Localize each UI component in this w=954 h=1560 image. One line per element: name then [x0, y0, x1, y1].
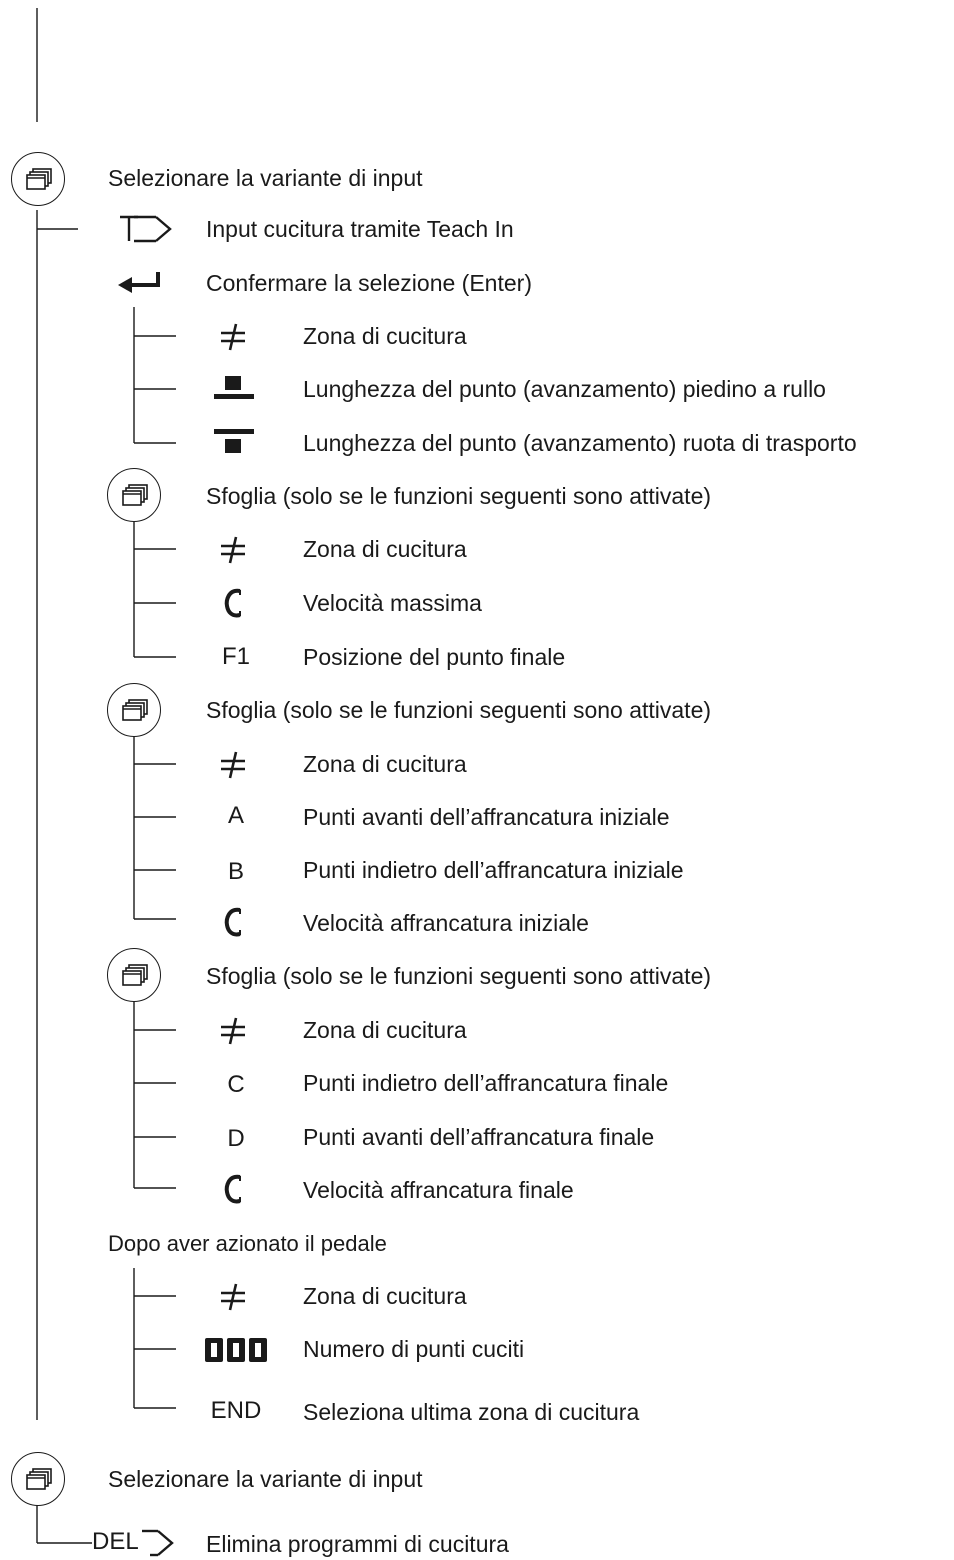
teach-in-text: Input cucitura tramite Teach In: [206, 216, 514, 242]
group3-item-text: Punti avanti dell’affrancatura iniziale: [303, 804, 670, 830]
page-text: Sfoglia (solo se le funzioni seguenti so…: [206, 697, 712, 723]
select-input-variant-text: Selezionare la variante di input: [108, 165, 423, 191]
enter-text: Confermare la selezione (Enter): [206, 270, 532, 296]
teach-in-icon: [120, 215, 172, 243]
group3-item-text: Zona di cucitura: [303, 751, 467, 777]
page-button[interactable]: [107, 468, 161, 522]
group2-item-text: Zona di cucitura: [303, 536, 467, 562]
enter-key[interactable]: [118, 268, 162, 303]
symbol-label: D: [227, 1125, 245, 1152]
group2-item-text: Posizione del punto finale: [303, 644, 566, 670]
pages-icon: [122, 699, 148, 721]
page-button[interactable]: [11, 152, 65, 206]
group1-item-text: Zona di cucitura: [303, 323, 467, 349]
pages-icon: [26, 1468, 52, 1490]
pages-icon: [26, 168, 52, 190]
symbol-label: C: [227, 1071, 245, 1098]
speed-icon: [222, 1173, 246, 1210]
symbol-label: F1: [221, 643, 250, 670]
group4-item-text: Velocità affrancatura finale: [303, 1177, 574, 1203]
roller-foot-stitch-length-icon: [212, 372, 256, 411]
seam-zone-icon: [218, 1282, 248, 1317]
page-button[interactable]: [107, 948, 161, 1002]
pages-icon: [122, 484, 148, 506]
select-input-variant-text: Selezionare la variante di input: [108, 1466, 423, 1492]
feed-wheel-stitch-length-icon: [212, 425, 256, 464]
pedal-item-text: Zona di cucitura: [303, 1283, 467, 1309]
delete-text: Elimina programmi di cucitura: [206, 1531, 509, 1557]
page-button[interactable]: [107, 683, 161, 737]
speed-icon: [222, 906, 246, 943]
group3-item-text: Velocità affrancatura iniziale: [303, 910, 589, 936]
seam-zone-icon: [218, 1016, 248, 1051]
enter-icon: [118, 272, 160, 293]
pedal-item-text: Seleziona ultima zona di cucitura: [303, 1399, 640, 1425]
group1-item-text: Lunghezza del punto (avanzamento) ruota …: [303, 430, 857, 456]
pedal-heading: Dopo aver azionato il pedale: [108, 1231, 387, 1256]
stitch-counter-icon: [204, 1335, 270, 1370]
group4-item-text: Punti avanti dell’affrancatura finale: [303, 1124, 655, 1150]
delete-arrow-icon: [142, 1529, 174, 1557]
page-button[interactable]: [11, 1452, 65, 1506]
pages-icon: [122, 964, 148, 986]
symbol-label: B: [227, 858, 244, 885]
pedal-item-text: Numero di punti cuciti: [303, 1336, 525, 1362]
group3-item-text: Punti indietro dell’affrancatura inizial…: [303, 857, 684, 883]
page-text: Sfoglia (solo se le funzioni seguenti so…: [206, 483, 712, 509]
delete-key-label: DEL: [92, 1528, 139, 1555]
teach-in-key[interactable]: [118, 214, 178, 249]
seam-zone-icon: [218, 535, 248, 570]
seam-zone-icon: [218, 750, 248, 785]
group4-item-text: Punti indietro dell’affrancatura finale: [303, 1070, 669, 1096]
symbol-label: A: [227, 802, 244, 829]
group1-item-text: Lunghezza del punto (avanzamento) piedin…: [303, 376, 826, 402]
symbol-label: END: [210, 1397, 262, 1424]
group4-item-text: Zona di cucitura: [303, 1017, 467, 1043]
page-text: Sfoglia (solo se le funzioni seguenti so…: [206, 963, 712, 989]
speed-icon: [222, 587, 246, 624]
seam-zone-icon: [218, 322, 248, 357]
group2-item-text: Velocità massima: [303, 590, 482, 616]
